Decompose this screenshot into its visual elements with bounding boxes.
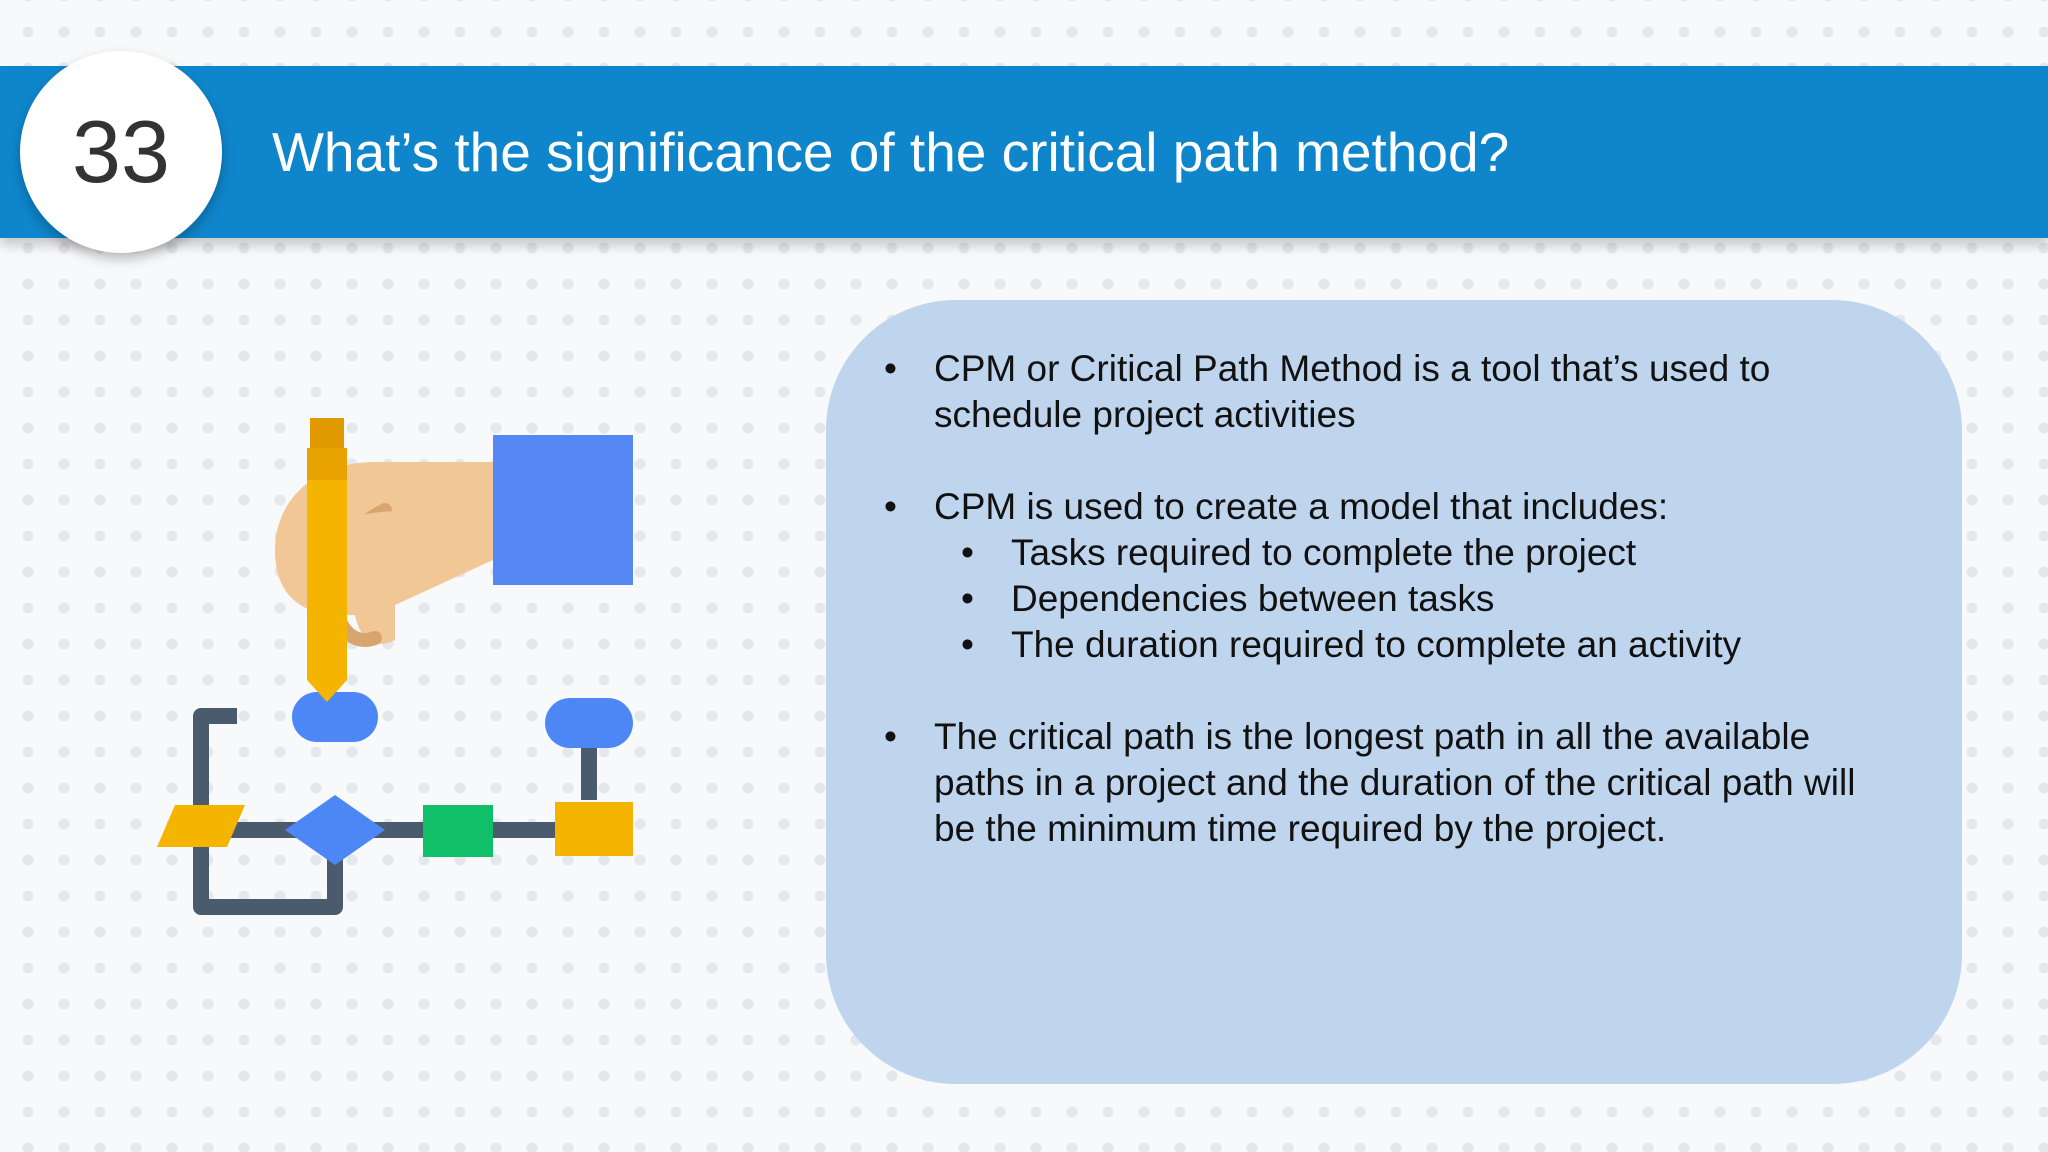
bullet-item-cpm-definition: • CPM or Critical Path Method is a tool … xyxy=(884,346,1934,438)
sub-bullet-dot: • xyxy=(961,532,974,573)
slide-number-badge: 33 xyxy=(20,51,222,253)
bullet-dot: • xyxy=(884,486,897,527)
slide-number: 33 xyxy=(72,102,170,201)
sub-bullet-item: • Tasks required to complete the project xyxy=(961,530,1934,576)
flowchart-decision-diamond xyxy=(285,795,385,865)
bullet-dot: • xyxy=(884,716,897,757)
bullet-line: paths in a project and the duration of t… xyxy=(934,762,1856,803)
bullet-line: be the minimum time required by the proj… xyxy=(934,808,1667,849)
sub-bullet-text: The duration required to complete an act… xyxy=(1011,624,1742,665)
sub-bullet-item: • The duration required to complete an a… xyxy=(961,622,1934,668)
flowchart-start-oval xyxy=(292,692,378,742)
hand-fingers xyxy=(347,511,464,580)
sub-bullet-list: • Tasks required to complete the project… xyxy=(961,530,1934,668)
flowchart-input-parallelogram xyxy=(157,805,245,847)
bullet-line: schedule project activities xyxy=(934,394,1356,435)
pencil-body xyxy=(307,480,347,680)
bullet-line: CPM or Critical Path Method is a tool th… xyxy=(934,348,1771,389)
bullet-line: CPM is used to create a model that inclu… xyxy=(934,486,1669,527)
flowchart-document-shape xyxy=(555,802,633,856)
bullet-item-critical-path: • The critical path is the longest path … xyxy=(884,714,1934,852)
bullet-item-cpm-model: • CPM is used to create a model that inc… xyxy=(884,484,1934,668)
bullet-line: The critical path is the longest path in… xyxy=(934,716,1811,757)
bullet-dot: • xyxy=(884,348,897,389)
pencil-ferrule xyxy=(307,448,347,480)
bullet-list: • CPM or Critical Path Method is a tool … xyxy=(884,346,1934,852)
bullet-spacer xyxy=(934,438,1934,484)
pencil-tip xyxy=(307,680,347,702)
flowchart-drawing-svg xyxy=(157,418,633,915)
sub-bullet-dot: • xyxy=(961,624,974,665)
sub-bullet-text: Tasks required to complete the project xyxy=(1011,532,1637,573)
sleeve-cuff xyxy=(493,435,633,585)
slide-title: What’s the significance of the critical … xyxy=(272,121,1510,183)
flowchart-process-box xyxy=(423,805,493,857)
pencil-eraser xyxy=(310,418,344,448)
title-band xyxy=(0,66,2048,238)
sub-bullet-dot: • xyxy=(961,578,974,619)
bullet-spacer xyxy=(934,668,1934,714)
sub-bullet-item: • Dependencies between tasks xyxy=(961,576,1934,622)
connector-loop-line xyxy=(193,708,343,915)
content-panel xyxy=(826,300,1962,1084)
flowchart-end-oval xyxy=(545,698,633,748)
sub-bullet-text: Dependencies between tasks xyxy=(1011,578,1495,619)
flowchart-drawing-illustration xyxy=(155,410,645,930)
